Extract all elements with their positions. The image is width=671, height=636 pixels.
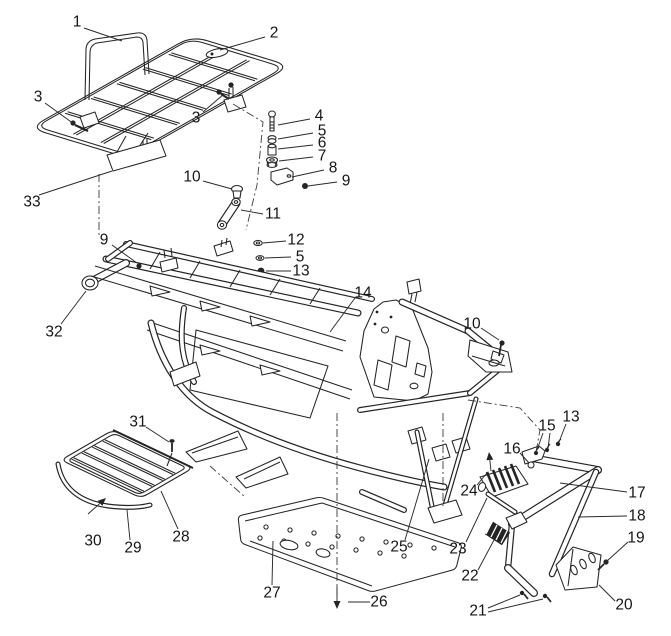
reflector-plate (106, 139, 167, 172)
callout-30: 30 (84, 533, 102, 550)
callout-23: 23 (449, 541, 466, 558)
callout-3: 3 (34, 89, 43, 106)
leader-line-18 (577, 515, 628, 518)
leader-line-1 (83, 27, 123, 42)
callout-22: 22 (461, 568, 478, 585)
callout-31: 31 (129, 414, 146, 431)
arrow-30 (87, 502, 101, 515)
callout-7: 7 (318, 148, 327, 165)
alignment-axes (98, 103, 541, 598)
leader-line-5 (264, 256, 292, 259)
callout-9: 9 (342, 173, 351, 190)
rack-mount-tab (79, 111, 100, 129)
leader-line-32 (60, 290, 87, 325)
leader-line-15 (536, 432, 544, 451)
leader-line-19 (606, 541, 629, 562)
leader-line-3 (202, 93, 225, 113)
leader-line-10 (480, 327, 500, 341)
callout-13: 13 (562, 409, 579, 426)
callout-27: 27 (263, 585, 280, 602)
callout-17: 17 (628, 485, 645, 502)
arrow-24-head (486, 452, 494, 461)
leader-line-11 (240, 209, 264, 215)
callout-25: 25 (390, 539, 407, 556)
leader-line-3 (44, 102, 75, 125)
leader-line-25 (404, 458, 430, 541)
leader-line-31 (145, 426, 170, 443)
callout-2: 2 (270, 25, 279, 42)
callout-29: 29 (124, 540, 141, 557)
callout-10: 10 (463, 316, 481, 333)
callout-13: 13 (292, 263, 309, 280)
callout-6: 6 (318, 135, 327, 152)
leader-line-5 (277, 132, 314, 140)
callout-5: 5 (296, 249, 305, 266)
callout-28: 28 (172, 529, 189, 546)
leader-line-27 (271, 540, 274, 586)
callout-8: 8 (329, 160, 338, 177)
leader-line-7 (278, 156, 314, 162)
callout-5: 5 (318, 123, 327, 140)
leader-line-17 (559, 482, 628, 493)
callout-32: 32 (45, 324, 62, 341)
leader-line-28 (160, 490, 179, 530)
brace-foot (427, 499, 463, 524)
footboard-arm (185, 430, 248, 463)
callout-10: 10 (183, 169, 201, 186)
callout-9: 9 (100, 232, 109, 249)
callout-1: 1 (73, 14, 82, 31)
leader-line-10 (202, 180, 233, 190)
rack-mount-tab (223, 94, 247, 113)
leader-line-13 (558, 423, 567, 443)
callout-4: 4 (315, 108, 324, 125)
leader-line-9 (307, 181, 338, 187)
left-footboard (55, 429, 194, 510)
pivot-bracket (270, 167, 294, 186)
arrow-26-head (333, 601, 341, 609)
leader-line-21 (487, 594, 521, 609)
leader-line-16 (519, 452, 530, 464)
skid-plate (237, 497, 462, 592)
footboard-arm (235, 456, 289, 489)
callout-3: 3 (192, 110, 201, 127)
front-tip-plate (467, 339, 513, 373)
callout-26: 26 (370, 594, 387, 611)
rear-rack (36, 32, 284, 172)
callout-33: 33 (23, 194, 40, 211)
leader-line-24 (476, 472, 488, 486)
leader-line-23 (465, 497, 488, 543)
callout-20: 20 (615, 597, 633, 614)
leader-line-6 (277, 144, 314, 150)
leader-line-8 (291, 169, 325, 178)
attach-lug (521, 445, 546, 465)
leader-line-22 (477, 539, 495, 571)
hardware-stack (216, 110, 308, 275)
leader-line-15 (547, 432, 551, 449)
footboard-mount-plate (169, 361, 201, 387)
leader-line-4 (277, 118, 311, 126)
callout-16: 16 (503, 441, 520, 458)
callout-21: 21 (469, 603, 486, 620)
leader-line-12 (262, 240, 287, 244)
callout-24: 24 (460, 483, 478, 500)
arrow-30-head (97, 498, 106, 506)
leader-line-2 (219, 36, 266, 51)
callout-19: 19 (627, 530, 644, 547)
callout-11: 11 (265, 206, 281, 223)
leader-line-14 (329, 297, 356, 333)
leader-line-33 (38, 170, 113, 196)
leader-line-29 (126, 509, 131, 541)
leader-line-9 (111, 244, 138, 264)
leader-line-20 (598, 584, 616, 602)
callout-14: 14 (354, 285, 372, 302)
arrow-24 (489, 459, 492, 472)
callout-18: 18 (628, 508, 645, 525)
main-frame (81, 237, 513, 524)
callout-12: 12 (287, 232, 304, 249)
callout-15: 15 (538, 418, 555, 435)
leader-line-21 (487, 598, 544, 613)
right-footrest (477, 438, 609, 603)
